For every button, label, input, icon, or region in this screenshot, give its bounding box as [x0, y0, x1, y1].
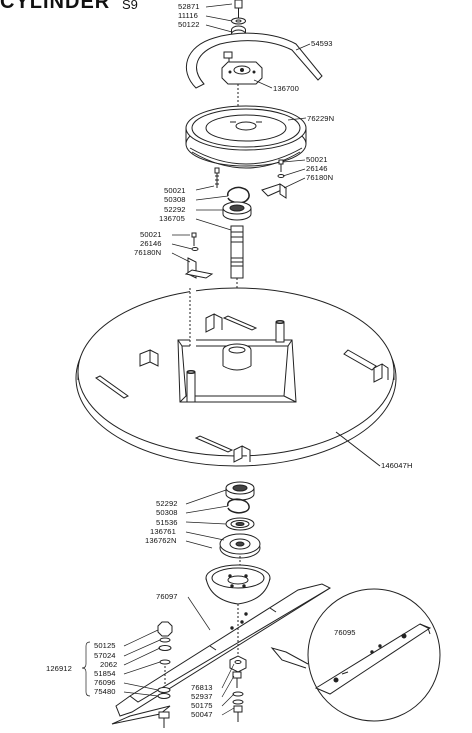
part-label-50122: 50122	[178, 20, 200, 29]
part-label-50308-upper: 50308	[164, 195, 186, 204]
dish-cone	[205, 564, 271, 605]
top-bolt-stack	[231, 0, 246, 39]
pulley	[185, 105, 307, 169]
part-label-50021-right: 50021	[306, 155, 328, 164]
center-bolt	[214, 167, 220, 188]
cutting-disc	[75, 287, 397, 467]
part-label-51854: 51854	[94, 669, 116, 678]
part-label-2062: 2062	[100, 660, 118, 669]
snap-ring-upper	[227, 186, 250, 204]
part-label-50021-left: 50021	[140, 230, 162, 239]
part-label-52292-upper: 52292	[164, 205, 186, 214]
part-label-11116: 11116	[178, 11, 198, 20]
part-label-50047: 50047	[191, 710, 213, 719]
right-fastener-stack	[229, 655, 247, 722]
left-bracket-group	[184, 232, 214, 279]
part-label-50175: 50175	[191, 701, 213, 710]
part-label-57024: 57024	[94, 651, 116, 660]
part-label-136762N: 136762N	[145, 536, 177, 545]
part-label-50308-lower: 50308	[156, 508, 178, 517]
part-label-51536: 51536	[156, 518, 178, 527]
part-label-52937: 52937	[191, 692, 213, 701]
diagram-title: CYLINDER	[0, 0, 111, 13]
part-label-26146-left: 26146	[140, 239, 162, 248]
detail-circle	[270, 588, 441, 722]
part-label-52292-lower: 52292	[156, 499, 178, 508]
part-label-76180N-right: 76180N	[306, 173, 334, 182]
part-label-136705: 136705	[159, 214, 185, 223]
part-label-75480: 75480	[94, 687, 116, 696]
part-label-76229N: 76229N	[307, 114, 335, 123]
lower-bearing-stack	[219, 481, 261, 566]
leader-lines	[81, 3, 311, 716]
part-label-50021-center: 50021	[164, 186, 186, 195]
part-label-26146-right: 26146	[306, 164, 328, 173]
part-label-76097: 76097	[156, 592, 178, 601]
part-label-76180N-left: 76180N	[134, 248, 162, 257]
bearing-upper	[222, 201, 252, 221]
part-label-76813: 76813	[191, 683, 213, 692]
part-label-76095: 76095	[334, 628, 356, 637]
part-label-54593: 54593	[311, 39, 333, 48]
part-label-136700: 136700	[273, 84, 299, 93]
part-label-52871: 52871	[178, 2, 200, 11]
part-label-136761: 136761	[150, 527, 176, 536]
part-label-50125: 50125	[94, 641, 116, 650]
part-label-146047H: 146047H	[381, 461, 413, 470]
part-label-126912: 126912	[46, 664, 72, 673]
top-plate	[221, 61, 263, 108]
diagram-subtitle: S9	[122, 0, 138, 12]
blade-bar	[111, 583, 332, 725]
part-label-76096: 76096	[94, 678, 116, 687]
